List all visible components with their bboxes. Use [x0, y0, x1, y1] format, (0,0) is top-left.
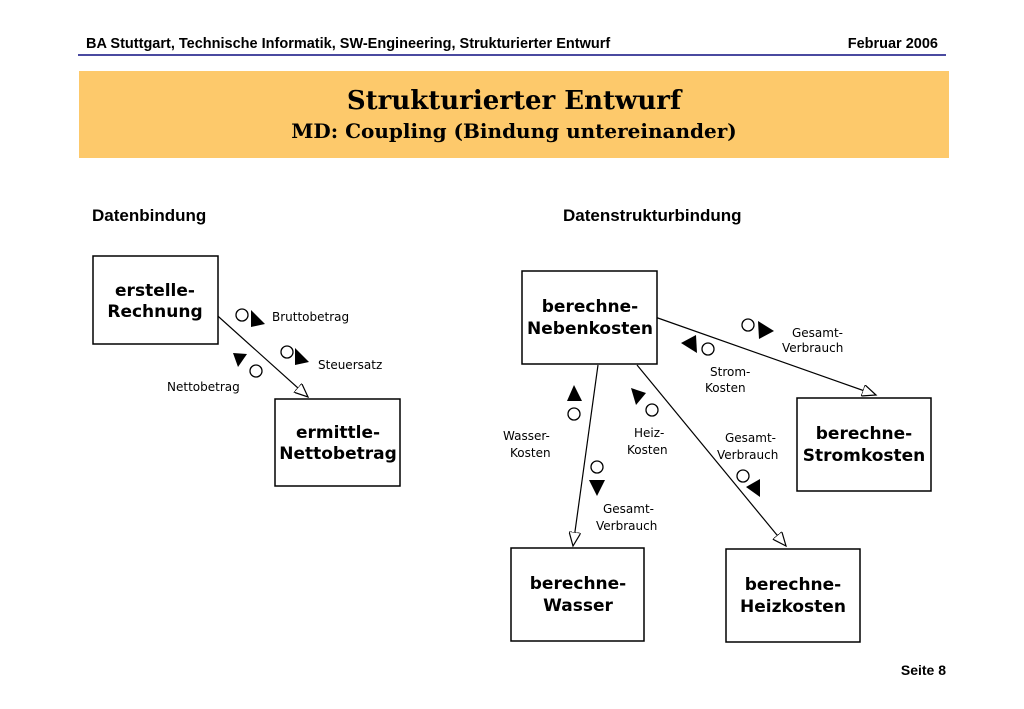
title-banner: Strukturierter Entwurf MD: Coupling (Bin… — [79, 71, 949, 158]
flow-bruttobetrag: Bruttobetrag — [235, 308, 349, 327]
svg-text:erstelle-: erstelle- — [115, 281, 195, 301]
svg-text:Rechnung: Rechnung — [107, 302, 202, 322]
svg-text:Verbrauch: Verbrauch — [782, 341, 843, 355]
svg-text:Kosten: Kosten — [705, 381, 746, 395]
section-title-datenstrukturbindung: Datenstrukturbindung — [563, 206, 742, 225]
svg-text:Kosten: Kosten — [627, 443, 668, 457]
call-line-neben-wasser — [573, 364, 599, 546]
page-title: Strukturierter Entwurf — [346, 86, 682, 116]
svg-text:Nettobetrag: Nettobetrag — [167, 380, 240, 394]
svg-text:Strom-: Strom- — [710, 365, 750, 379]
flow-stromkosten: Strom- Kosten — [681, 335, 750, 395]
flow-gesamtverbrauch-wasser: Gesamt- Verbrauch — [589, 460, 657, 533]
svg-text:Stromkosten: Stromkosten — [803, 446, 926, 466]
svg-text:Wasser-: Wasser- — [503, 429, 550, 443]
svg-text:ermittle-: ermittle- — [296, 423, 380, 443]
flow-wasserkosten: Wasser- Kosten — [503, 385, 582, 460]
flow-gesamtverbrauch-heiz: Gesamt- Verbrauch — [717, 431, 778, 497]
box-ermittle-nettobetrag: ermittle- Nettobetrag — [274, 398, 401, 487]
svg-text:Nettobetrag: Nettobetrag — [279, 444, 397, 464]
svg-text:Nebenkosten: Nebenkosten — [527, 319, 653, 339]
box-berechne-stromkosten: berechne- Stromkosten — [796, 397, 932, 492]
box-erstelle-rechnung: erstelle- Rechnung — [92, 255, 219, 345]
section-title-datenbindung: Datenbindung — [92, 206, 207, 225]
box-berechne-heizkosten: berechne- Heizkosten — [725, 548, 861, 643]
page-number: Seite 8 — [900, 662, 946, 678]
page-subtitle: MD: Coupling (Bindung untereinander) — [291, 119, 737, 143]
svg-text:Verbrauch: Verbrauch — [596, 519, 657, 533]
svg-text:berechne-: berechne- — [816, 424, 912, 444]
flow-steuersatz: Steuersatz — [280, 345, 382, 372]
header-divider — [78, 54, 946, 56]
flow-gesamtverbrauch-strom: Gesamt- Verbrauch — [741, 318, 843, 355]
call-line-neben-heiz — [636, 364, 786, 546]
flow-nettobetrag: Nettobetrag — [167, 353, 263, 394]
svg-text:Wasser: Wasser — [543, 596, 613, 616]
svg-text:Heiz-: Heiz- — [634, 426, 664, 440]
box-berechne-wasser: berechne- Wasser — [510, 547, 645, 642]
header-title: BA Stuttgart, Technische Informatik, SW-… — [86, 36, 611, 52]
svg-text:Gesamt-: Gesamt- — [603, 502, 654, 516]
svg-text:Heizkosten: Heizkosten — [740, 597, 846, 617]
svg-text:Steuersatz: Steuersatz — [318, 358, 382, 372]
header-date: Februar 2006 — [847, 36, 938, 52]
svg-text:berechne-: berechne- — [530, 574, 626, 594]
flow-heizkosten: Heiz- Kosten — [627, 388, 668, 457]
svg-text:Gesamt-: Gesamt- — [792, 326, 843, 340]
svg-text:Bruttobetrag: Bruttobetrag — [272, 310, 349, 324]
svg-text:berechne-: berechne- — [542, 297, 638, 317]
svg-text:Gesamt-: Gesamt- — [725, 431, 776, 445]
box-berechne-nebenkosten: berechne- Nebenkosten — [521, 270, 658, 365]
svg-text:berechne-: berechne- — [745, 575, 841, 595]
svg-text:Verbrauch: Verbrauch — [717, 448, 778, 462]
svg-text:Kosten: Kosten — [510, 446, 551, 460]
call-line-neben-strom — [654, 316, 876, 395]
